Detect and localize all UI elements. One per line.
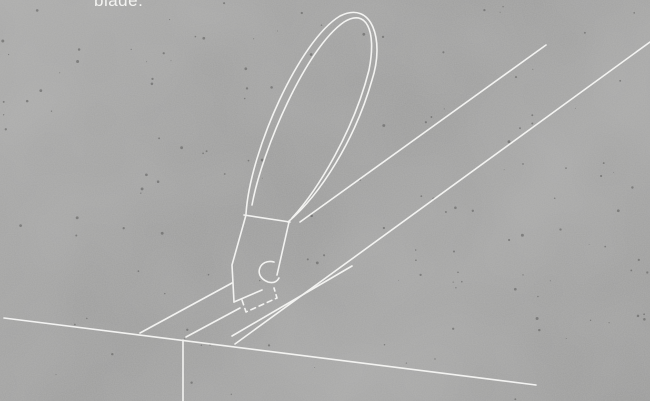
blade-holder-bottom (234, 290, 262, 302)
board-edge-upper (300, 45, 546, 222)
handle-outline-sketch (252, 18, 372, 218)
handle-collar (244, 215, 290, 222)
handle-outline (246, 12, 377, 222)
table-edge-line (4, 318, 536, 385)
board-groove (186, 308, 240, 337)
board-front-edge (140, 283, 232, 333)
blade-holder-left (232, 215, 246, 302)
blade-notch (259, 261, 279, 282)
blade-holder-right (277, 222, 289, 275)
blade-cut-line (232, 266, 352, 336)
